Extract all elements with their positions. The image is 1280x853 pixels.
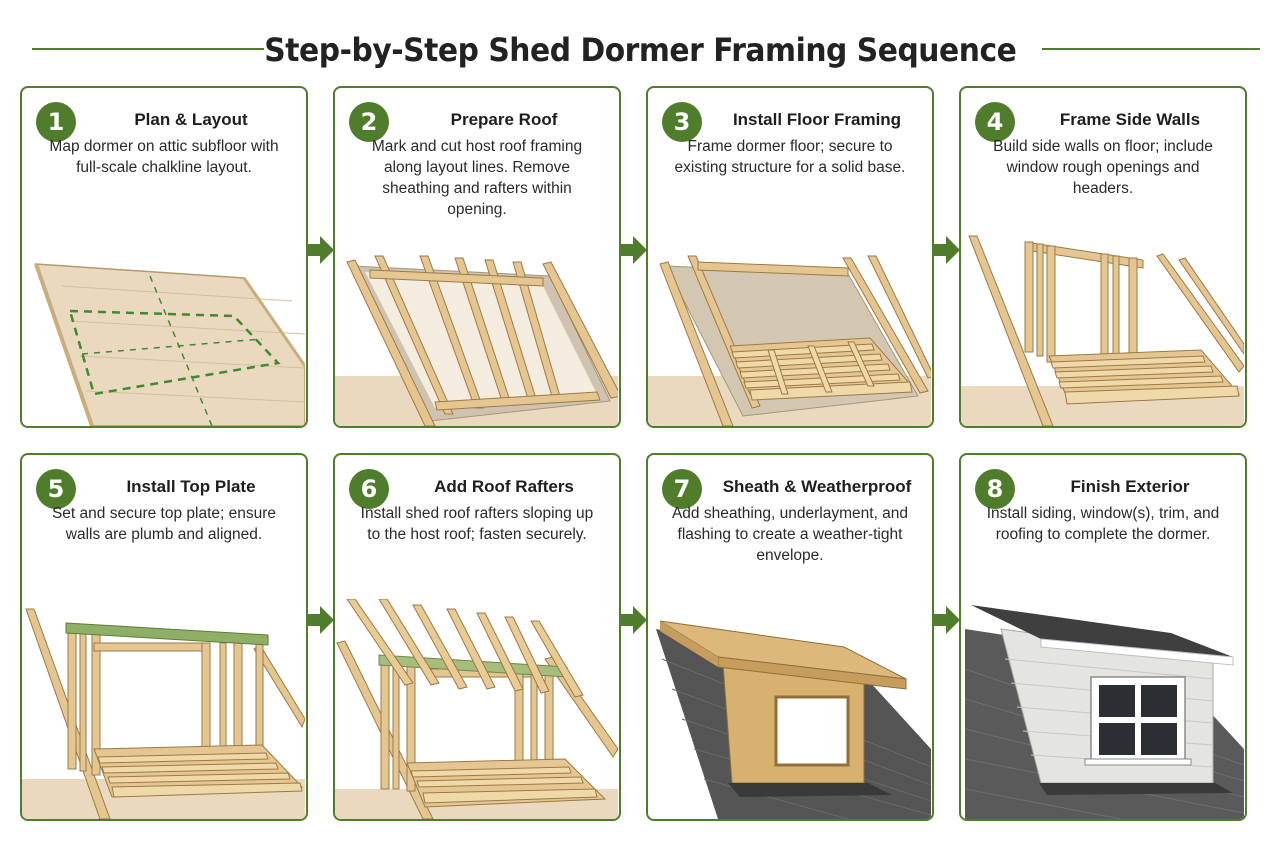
header-rule-right	[1042, 48, 1260, 50]
side-walls-illustration	[961, 235, 1244, 426]
step-card-8: 8 Finish Exterior Install siding, window…	[959, 453, 1247, 821]
arrow-right-icon	[306, 606, 334, 634]
sheath-weatherproof-illustration	[656, 620, 931, 819]
finish-exterior-illustration	[964, 605, 1244, 819]
step-title: Plan & Layout	[134, 110, 248, 129]
step-number-badge: 2	[349, 102, 389, 142]
step-title: Finish Exterior	[1070, 477, 1190, 496]
floor-framing-illustration	[648, 255, 931, 426]
arrow-right-icon	[619, 606, 647, 634]
step-number-badge: 4	[975, 102, 1015, 142]
step-card-2: 2 Prepare Roof Mark and cut host roof fr…	[333, 86, 621, 428]
arrow-right-icon	[619, 236, 647, 264]
step-title: Install Floor Framing	[732, 110, 902, 129]
step-description: Set and secure top plate; ensure walls a…	[51, 505, 277, 543]
step-card-4: 4 Frame Side Walls Build side walls on f…	[959, 86, 1247, 428]
header-rule-left	[32, 48, 264, 50]
step-number-badge: 8	[975, 469, 1015, 509]
step-card-7: 7 Sheath & Weatherproof Add sheathing, u…	[646, 453, 934, 821]
arrow-right-icon	[306, 236, 334, 264]
page-title: Step-by-Step Shed Dormer Framing Sequenc…	[263, 31, 1017, 69]
step-number-badge: 5	[36, 469, 76, 509]
arrow-right-icon	[932, 236, 960, 264]
step-number-badge: 3	[662, 102, 702, 142]
step-title: Add Roof Rafters	[434, 477, 574, 496]
step-number-badge: 7	[662, 469, 702, 509]
prepare-roof-illustration	[335, 255, 618, 426]
step-description: Map dormer on attic subfloor with full-s…	[49, 138, 279, 176]
step-description: Install shed roof rafters sloping up to …	[360, 505, 594, 543]
step-description: Mark and cut host roof framing along lay…	[371, 138, 583, 218]
step-number-badge: 6	[349, 469, 389, 509]
step-description: Frame dormer floor; secure to existing s…	[674, 138, 906, 176]
step-title: Sheath & Weatherproof	[722, 477, 912, 496]
step-title: Frame Side Walls	[1059, 110, 1201, 129]
step-description: Add sheathing, underlayment, and flashin…	[671, 505, 909, 564]
roof-rafters-illustration	[335, 599, 618, 819]
step-card-3: 3 Install Floor Framing Frame dormer flo…	[646, 86, 934, 428]
plan-layout-illustration	[34, 263, 305, 426]
step-description: Build side walls on floor; include windo…	[993, 138, 1213, 197]
header: Step-by-Step Shed Dormer Framing Sequenc…	[0, 24, 1280, 76]
arrow-right-icon	[932, 606, 960, 634]
step-card-5: 5 Install Top Plate Set and secure top p…	[20, 453, 308, 821]
step-title: Install Top Plate	[126, 477, 256, 496]
top-plate-illustration	[22, 608, 305, 819]
step-number-badge: 1	[36, 102, 76, 142]
step-card-6: 6 Add Roof Rafters Install shed roof raf…	[333, 453, 621, 821]
step-description: Install siding, window(s), trim, and roo…	[986, 505, 1220, 543]
step-title: Prepare Roof	[450, 110, 558, 129]
step-card-1: 1 Plan & Layout Map dormer on attic subf…	[20, 86, 308, 428]
